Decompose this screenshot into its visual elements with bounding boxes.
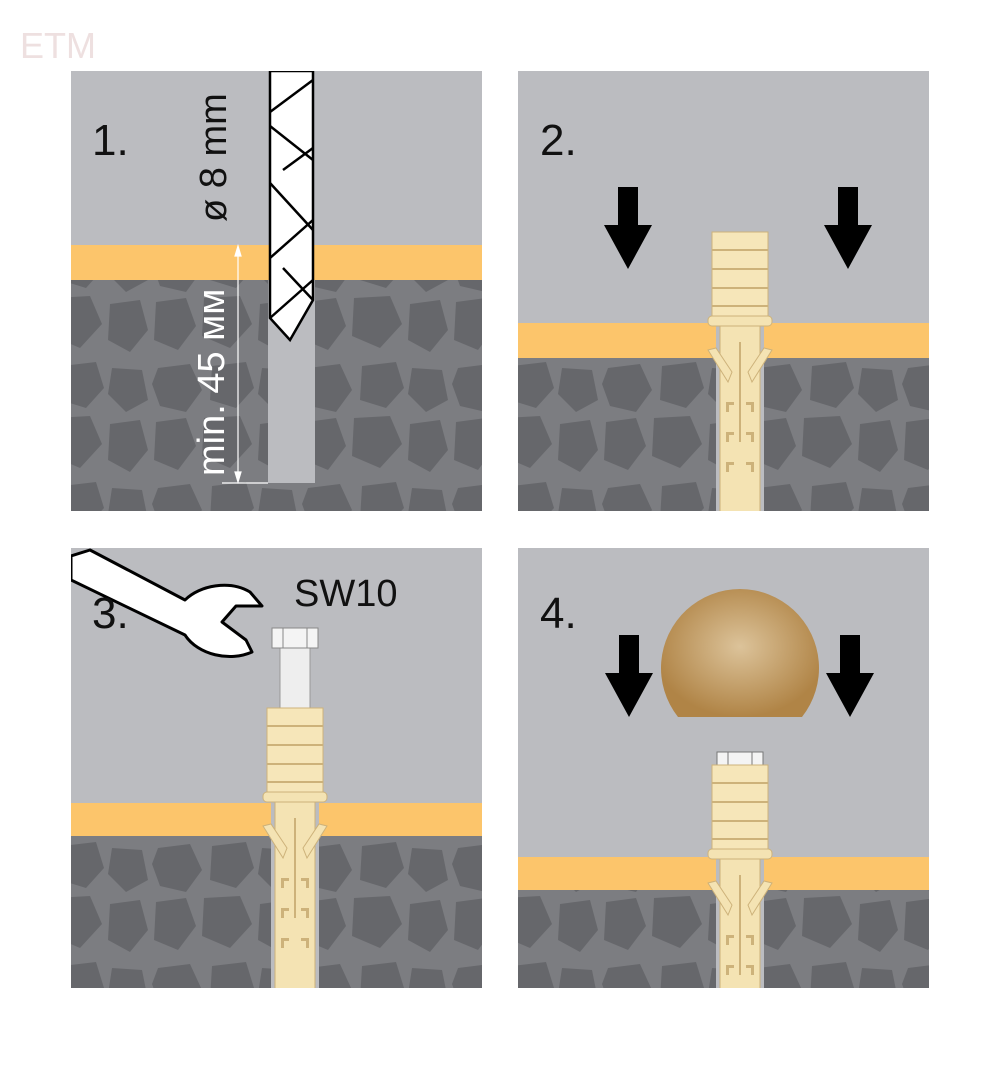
decorative-ball <box>660 589 819 717</box>
drill-bit <box>268 71 315 343</box>
step-number: 4. <box>540 589 577 638</box>
watermark-logo: ETM <box>20 25 96 66</box>
wrench-size-label: SW10 <box>294 573 397 615</box>
min-depth-label: min. 45 мм <box>191 289 233 476</box>
step-3-panel: 3. SW10 <box>71 548 482 988</box>
hex-bolt <box>271 627 319 717</box>
step-number: 3. <box>92 589 129 638</box>
wrench-icon <box>71 548 264 658</box>
step-number: 2. <box>540 116 577 165</box>
drill-diameter-label: ø 8 mm <box>193 93 235 222</box>
step-1-panel: 1. ø 8 mm min. 45 мм <box>71 71 482 511</box>
depth-dimension-line <box>222 243 268 485</box>
step-number: 1. <box>92 116 129 165</box>
step-2-panel: 2. <box>518 71 929 511</box>
step-4-panel: 4. <box>518 548 929 988</box>
